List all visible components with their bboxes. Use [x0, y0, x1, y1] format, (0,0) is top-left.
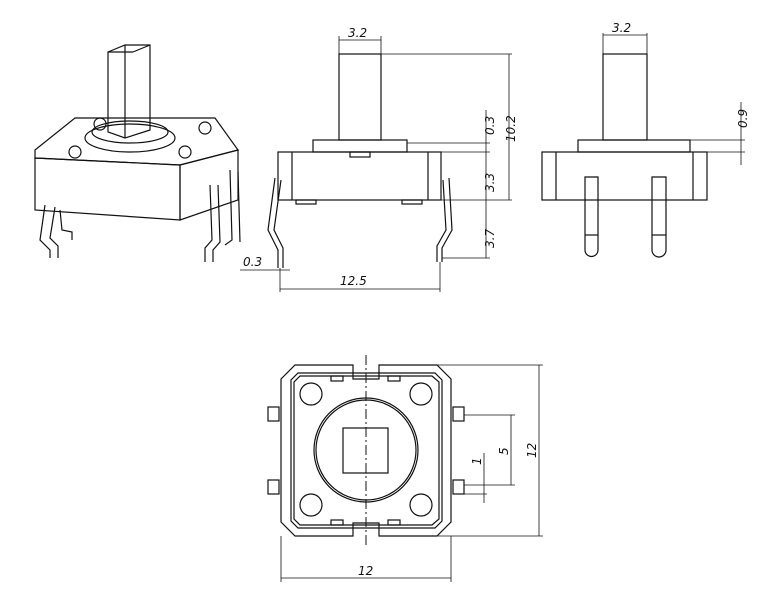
dim-body-height-bottom: 12: [525, 443, 539, 458]
dim-plate-height: 0.3: [483, 116, 497, 135]
side-view: 3.2 0.9: [541, 21, 750, 258]
dim-body-height: 3.3: [483, 173, 497, 192]
dim-plate-offset: 0.9: [736, 109, 750, 128]
dim-pin-width: 1: [470, 457, 484, 465]
dim-lead-thickness: 0.3: [243, 255, 262, 269]
dim-side-stem-width: 3.2: [612, 21, 631, 35]
dim-stem-width: 3.2: [348, 26, 367, 40]
dim-body-width: 12: [358, 564, 373, 578]
dim-lead-span: 12.5: [340, 274, 367, 288]
bottom-view: 5 1 12 12: [267, 355, 543, 582]
isometric-view: [34, 44, 241, 262]
dim-pin-pitch: 5: [497, 447, 511, 455]
dim-total-height: 10.2: [504, 115, 518, 142]
front-view: 3.2 10.2 0.3 3.3 3.7 0.3 12.5: [240, 26, 518, 292]
dim-lead-length: 3.7: [483, 229, 497, 248]
